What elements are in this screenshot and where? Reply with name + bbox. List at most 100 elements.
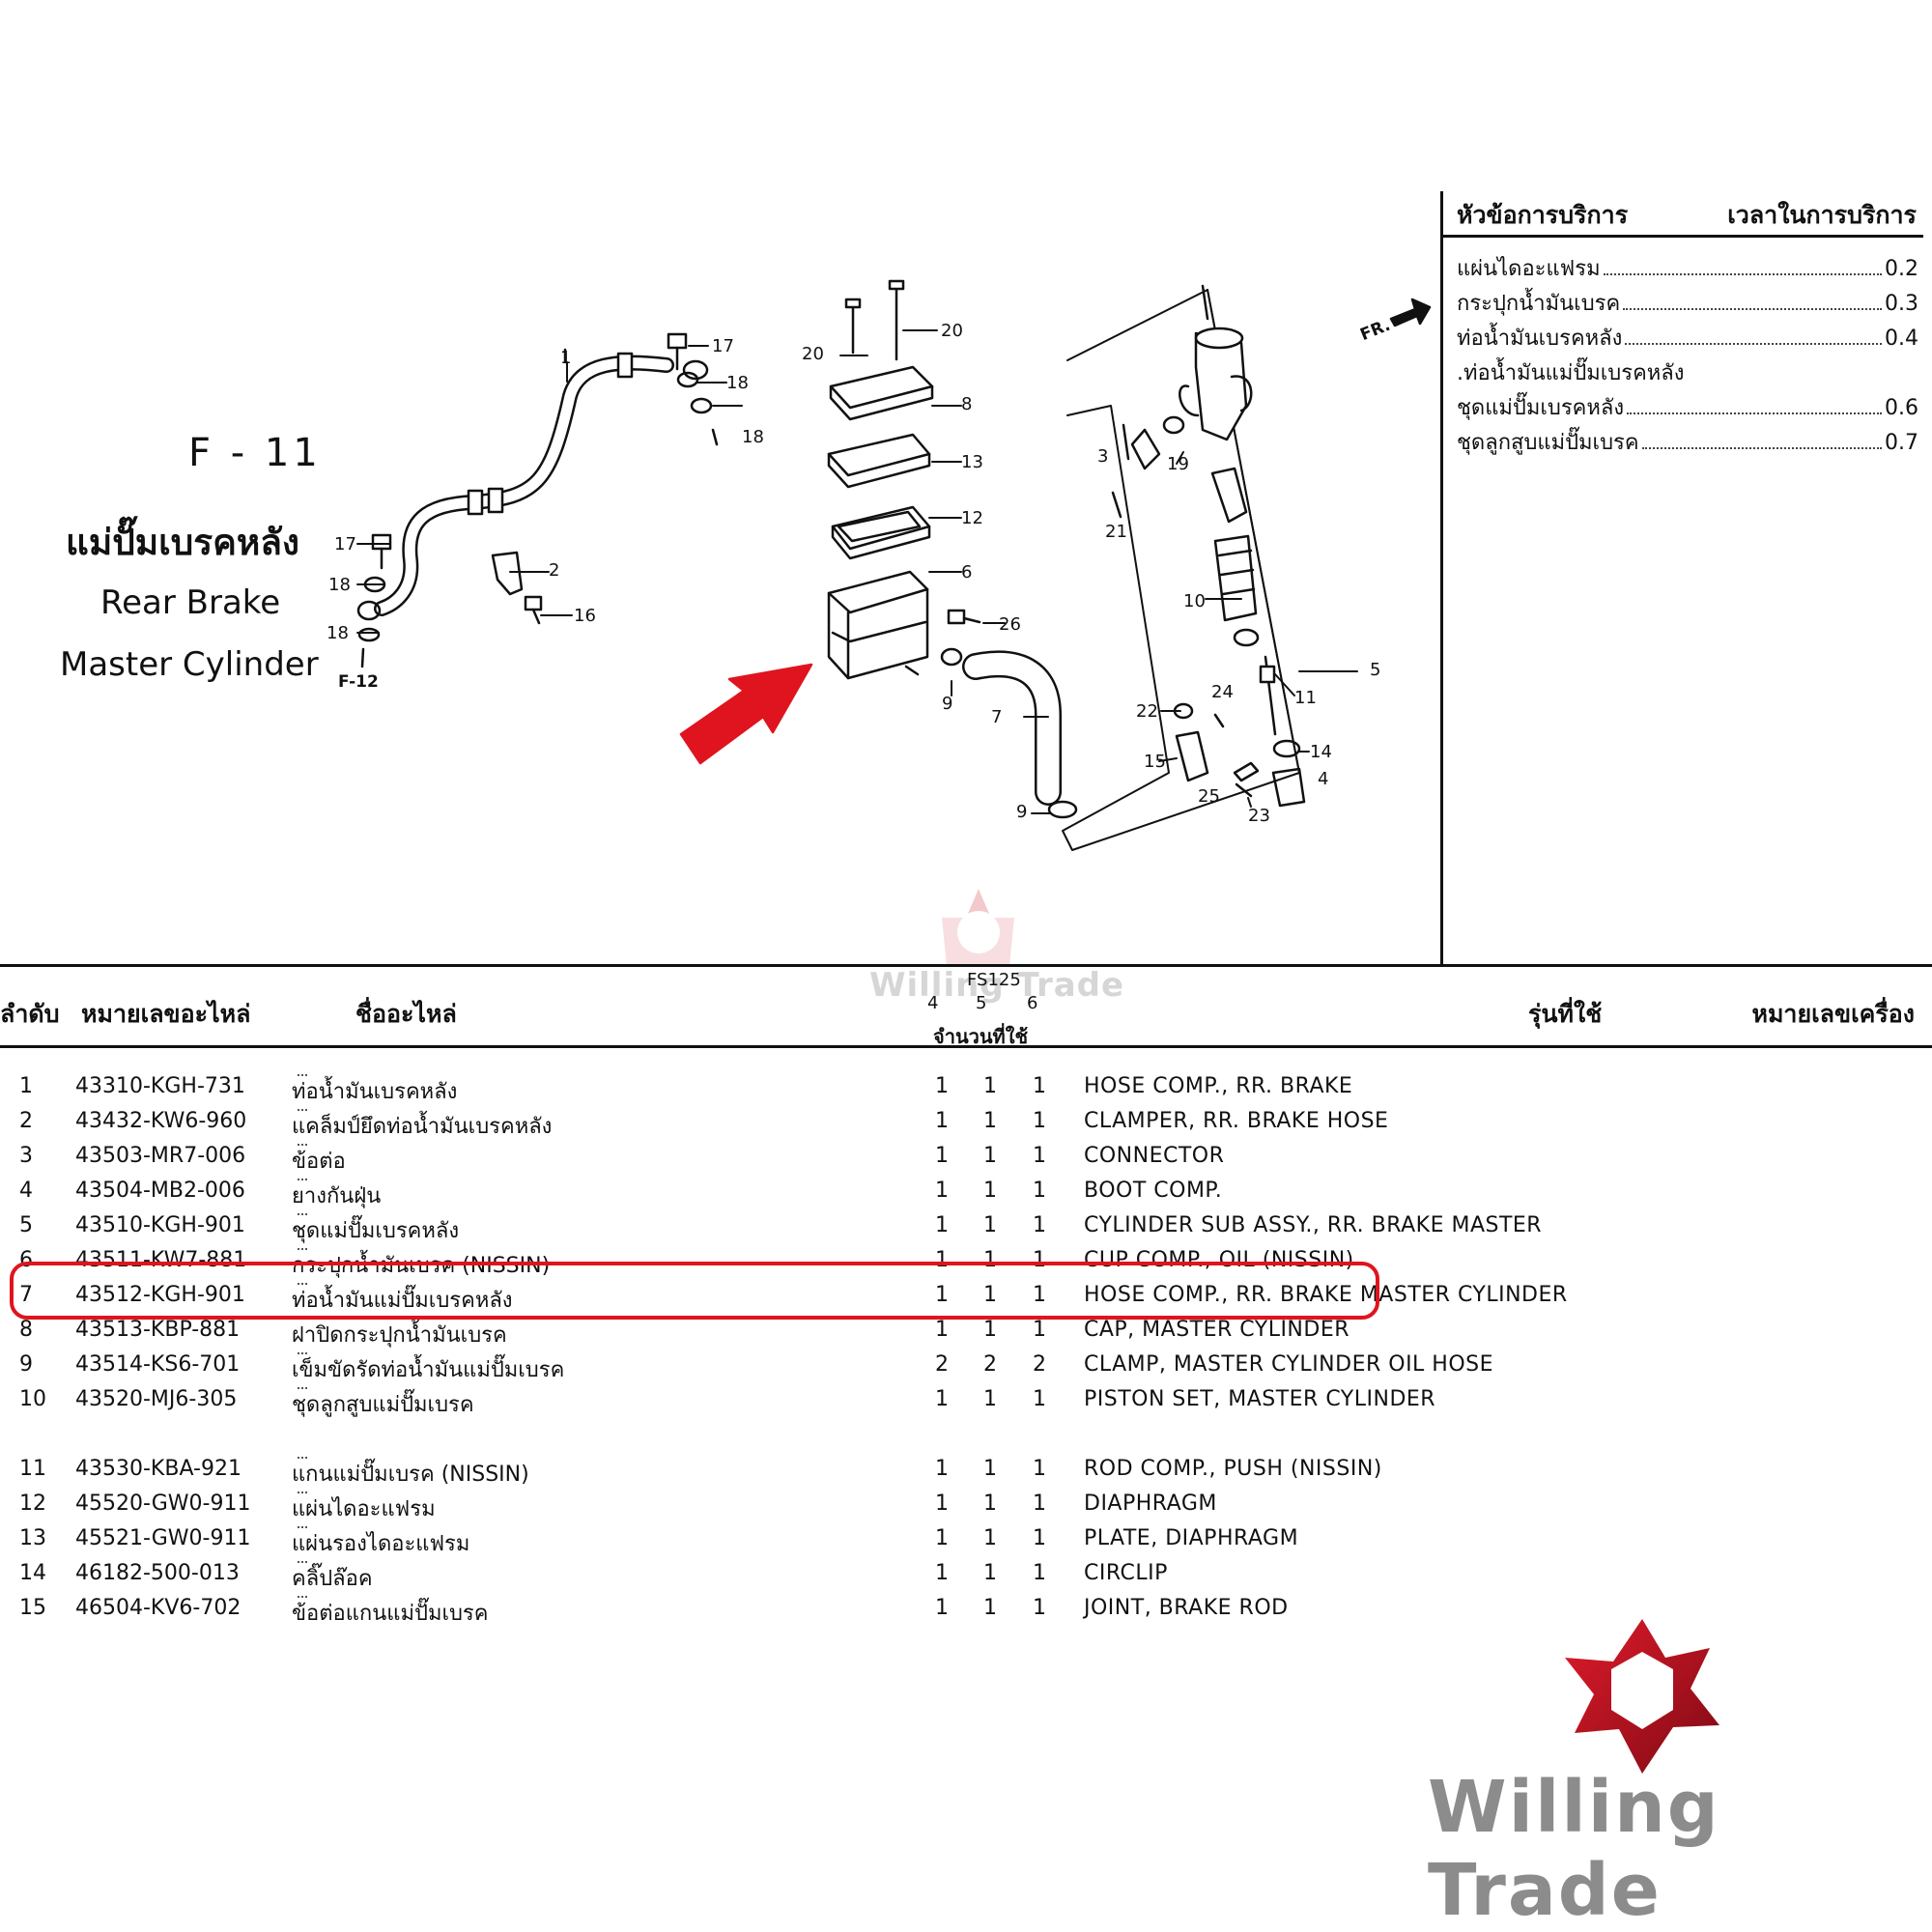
row-part-no: 43520-MJ6-305 — [75, 1387, 238, 1411]
hose-fittings-left — [357, 332, 719, 668]
row-part-no: 43503-MR7-006 — [75, 1144, 246, 1168]
callout-18-c: 18 — [328, 575, 351, 595]
row-qty-4: 1 — [935, 1283, 949, 1307]
callout-20-right: 20 — [941, 321, 963, 341]
table-header-rule — [0, 1045, 1932, 1048]
row-qty-5: 1 — [983, 1109, 997, 1133]
row-part-name-en: CLAMPER, RR. BRAKE HOSE — [1084, 1109, 1389, 1133]
header-qty-col-4: 4 — [927, 993, 939, 1013]
row-part-no: 43310-KGH-731 — [75, 1074, 245, 1098]
row-no: 5 — [19, 1213, 33, 1237]
row-qty-5: 1 — [983, 1213, 997, 1237]
callout-19: 19 — [1167, 454, 1189, 474]
figure-code: F - 11 — [188, 431, 322, 475]
callout-6: 6 — [961, 562, 973, 582]
row-no: 13 — [19, 1526, 46, 1550]
row-no: 4 — [19, 1179, 33, 1203]
row-qty-4: 1 — [935, 1561, 949, 1585]
callout-18-d: 18 — [327, 623, 349, 643]
row-part-name-en: CYLINDER SUB ASSY., RR. BRAKE MASTER — [1084, 1213, 1543, 1237]
callout-18-a: 18 — [726, 373, 749, 393]
row-qty-4: 1 — [935, 1526, 949, 1550]
row-qty-6: 1 — [1033, 1492, 1046, 1516]
callout-8: 8 — [961, 394, 973, 414]
brand-name: Willing Trade — [1428, 1766, 1720, 1932]
row-part-no: 45521-GW0-911 — [75, 1526, 251, 1550]
row-qty-5: 1 — [983, 1492, 997, 1516]
row-part-name-en: CONNECTOR — [1084, 1144, 1225, 1168]
callout-18-b: 18 — [742, 427, 764, 447]
row-qty-5: 1 — [983, 1283, 997, 1307]
callout-24: 24 — [1211, 682, 1234, 702]
row-qty-5: 1 — [983, 1561, 997, 1585]
row-part-name-en: CLAMP, MASTER CYLINDER OIL HOSE — [1084, 1352, 1494, 1377]
header-qty-col-5: 5 — [976, 993, 987, 1013]
cylinder-assembly — [1062, 284, 1306, 851]
service-panel-divider — [1440, 191, 1443, 964]
callout-9-lower: 9 — [1016, 802, 1028, 822]
row-qty-6: 1 — [1033, 1457, 1046, 1481]
callout-17-upper: 17 — [712, 336, 734, 356]
callout-23: 23 — [1248, 806, 1270, 826]
table-top-rule — [0, 964, 1932, 967]
service-header-topic: หัวข้อการบริการ — [1457, 201, 1629, 229]
row-no: 15 — [19, 1596, 46, 1620]
callout-4: 4 — [1318, 769, 1329, 789]
callout-13: 13 — [961, 452, 983, 472]
row-qty-6: 1 — [1033, 1318, 1046, 1342]
row-part-name-en: ROD COMP., PUSH (NISSIN) — [1084, 1457, 1382, 1481]
row-qty-5: 1 — [983, 1457, 997, 1481]
row-qty-4: 1 — [935, 1109, 949, 1133]
row-part-name-en: BOOT COMP. — [1084, 1179, 1223, 1203]
header-part-name: ชื่ออะไหล่ — [355, 1000, 457, 1028]
row-part-no: 43530-KBA-921 — [75, 1457, 242, 1481]
row-no: 3 — [19, 1144, 33, 1168]
row-part-name-en: JOINT, BRAKE ROD — [1084, 1596, 1289, 1620]
master-cylinder-hose — [940, 647, 1078, 819]
callout-21: 21 — [1105, 522, 1127, 542]
row-no: 7 — [19, 1283, 33, 1307]
header-qty: จำนวนที่ใช้ — [933, 1025, 1029, 1048]
header-no: ลำดับ — [0, 1000, 60, 1028]
callout-11: 11 — [1294, 688, 1317, 708]
callout-2: 2 — [549, 560, 560, 581]
callout-17-lower: 17 — [334, 534, 356, 554]
callout-1: 1 — [560, 348, 572, 368]
row-qty-4: 1 — [935, 1144, 949, 1168]
row-qty-6: 1 — [1033, 1387, 1046, 1411]
red-pointer-arrow — [679, 663, 813, 765]
rear-brake-hose — [356, 348, 709, 621]
row-qty-5: 1 — [983, 1318, 997, 1342]
row-qty-6: 1 — [1033, 1526, 1046, 1550]
callout-3: 3 — [1097, 446, 1109, 467]
row-part-name-en: DIAPHRAGM — [1084, 1492, 1217, 1516]
row-qty-6: 1 — [1033, 1074, 1046, 1098]
row-qty-4: 1 — [935, 1213, 949, 1237]
callout-15: 15 — [1144, 752, 1166, 772]
row-qty-4: 1 — [935, 1179, 949, 1203]
row-no: 2 — [19, 1109, 33, 1133]
row-no: 11 — [19, 1457, 46, 1481]
service-item: .ท่อน้ำมันแม่ปั๊มเบรคหลัง — [1457, 361, 1685, 385]
row-part-name-en: HOSE COMP., RR. BRAKE — [1084, 1074, 1353, 1098]
row-part-name-en: CAP, MASTER CYLINDER — [1084, 1318, 1350, 1342]
service-header-rule — [1440, 235, 1923, 238]
row-no: 10 — [19, 1387, 46, 1411]
watermark-text: Willing Trade — [869, 966, 1125, 1005]
row-qty-5: 1 — [983, 1074, 997, 1098]
title-thai: แม่ปั๊มเบรคหลัง — [66, 522, 299, 563]
header-model: FS125 — [967, 970, 1021, 990]
row-qty-5: 1 — [983, 1526, 997, 1550]
row-part-name-en: CUP COMP., OIL (NISSIN) — [1084, 1248, 1354, 1272]
row-qty-4: 1 — [935, 1596, 949, 1620]
ref-f12-label: F-12 — [338, 672, 379, 692]
